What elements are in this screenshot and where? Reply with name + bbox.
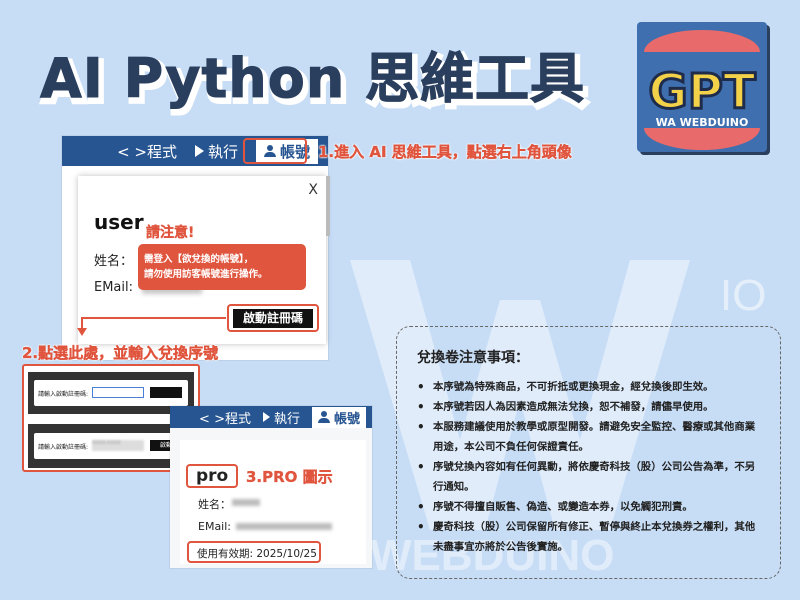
- register-highlight: [227, 304, 319, 332]
- code-tab-label: < >程式: [117, 142, 177, 161]
- pro-name-label: 姓名：: [198, 498, 231, 511]
- redeem-card-1: 請輸入啟動註冊碼: 啟動: [34, 380, 188, 406]
- logo-main-text: GPT: [648, 64, 756, 120]
- notes-item: 本序號為特殊商品，不可折抵或更換現金，經兌換後即生效。: [413, 377, 764, 397]
- account-label: 帳號: [279, 142, 310, 161]
- dialog-scrollbar[interactable]: [326, 176, 330, 236]
- dialog-email-label: EMail:: [94, 280, 133, 295]
- close-icon[interactable]: X: [308, 182, 318, 198]
- notice-box: 需登入【欲兌換的帳號】， 請勿使用訪客帳號進行操作。: [138, 244, 306, 290]
- dialog-heading: user: [94, 210, 144, 234]
- user-icon: [263, 145, 276, 157]
- run-button[interactable]: 執行: [194, 141, 238, 162]
- validity-highlight: 使用有效期: 2025/10/25: [187, 541, 321, 563]
- redeem-card-2: 請輸入啟動註冊碼: XXXX-XXXX 啟動: [34, 433, 188, 459]
- redeem-label-2: 請輸入啟動註冊碼:: [38, 444, 89, 451]
- notes-item: 慶奇科技（股）公司保留所有修正、暫停與終止本兌換券之權利，其他未盡事宜亦將於公告…: [413, 517, 764, 557]
- pro-run-label: 執行: [273, 411, 300, 427]
- notes-list: 本序號為特殊商品，不可折抵或更換現金，經兌換後即生效。 本序號若因人為因素造成無…: [413, 377, 764, 557]
- pro-user-icon: [317, 411, 330, 423]
- gpt-logo-art: GPT WA WEBDUINO: [643, 30, 761, 150]
- pro-run-button[interactable]: 執行: [262, 408, 300, 427]
- step-1-label: 1.進入 AI 思維工具，點選右上角頭像: [318, 143, 572, 161]
- account-button[interactable]: 帳號: [255, 138, 318, 164]
- watermark-io: IO: [720, 271, 766, 320]
- notes-item: 序號不得擅自販售、偽造、或變造本券，以免觸犯刑責。: [413, 497, 764, 517]
- blurred-email-value-2: [236, 523, 332, 530]
- run-label: 執行: [207, 142, 238, 161]
- redeem-submit-2[interactable]: 啟動: [150, 440, 182, 451]
- notice-line-1: 需登入【欲兌換的帳號】，: [144, 254, 254, 265]
- step-2-label: 2.點選此處，並輸入兌換序號: [22, 344, 219, 362]
- validity-label: 使用有效期: 2025/10/25: [197, 548, 317, 560]
- page-title-outline: AI Python 思維工具: [40, 48, 590, 117]
- pro-badge: pro: [196, 466, 229, 486]
- account-highlight: [243, 138, 307, 164]
- redeem-input-1[interactable]: [92, 387, 144, 398]
- gpt-logo: GPT WA WEBDUINO: [637, 22, 767, 152]
- pro-code-label: < >程式: [199, 411, 251, 427]
- step-3-label: 3.PRO 圖示: [246, 468, 333, 486]
- dialog-name-label: 姓名：: [94, 254, 134, 269]
- play-icon: [194, 145, 204, 157]
- notes-item: 本序號若因人為因素造成無法兌換，恕不補發，請儘早使用。: [413, 397, 764, 417]
- pro-toolbar: < >程式 執行 帳號: [170, 406, 372, 428]
- notes-item: 本服務建議使用於教學或原型開發。請避免安全監控、醫療或其他商業用途，本公司不負任…: [413, 417, 764, 457]
- redeem-input-2[interactable]: XXXX-XXXX: [92, 440, 144, 451]
- register-button[interactable]: 啟動註冊碼: [233, 309, 313, 328]
- redeem-submit-1[interactable]: 啟動: [150, 387, 182, 398]
- pro-account-label: 帳號: [333, 411, 360, 427]
- redeem-notes: 兌換卷注意事項： 本序號為特殊商品，不可折抵或更換現金，經兌換後即生效。 本序號…: [396, 326, 781, 579]
- pro-play-icon: [262, 412, 270, 422]
- code-tab[interactable]: < >程式: [117, 141, 177, 162]
- notes-title: 兌換卷注意事項：: [417, 350, 529, 366]
- notes-item: 序號兌換內容如有任何異動，將依慶奇科技（股）公司公告為準，不另行通知。: [413, 457, 764, 497]
- logo-sub-text: WA WEBDUINO: [656, 116, 749, 129]
- top-toolbar: < >程式 執行 帳號: [62, 136, 328, 166]
- redeem-label-1: 請輸入啟動註冊碼:: [38, 391, 89, 398]
- pro-badge-highlight: pro: [186, 464, 238, 488]
- pro-code-tab[interactable]: < >程式: [199, 408, 251, 427]
- redeem-row-2: 請輸入啟動註冊碼: XXXX-XXXX 啟動: [28, 424, 194, 468]
- notice-title: 請注意!: [146, 225, 195, 241]
- notice-line-2: 請勿使用訪客帳號進行操作。: [144, 269, 268, 280]
- pro-email-label: EMail:: [198, 520, 231, 533]
- page-title: AI Python 思維工具: [39, 47, 586, 111]
- pro-account-button[interactable]: 帳號: [311, 406, 366, 428]
- blurred-name-value: [232, 499, 260, 506]
- redeem-row-1: 請輸入啟動註冊碼: 啟動: [28, 372, 194, 414]
